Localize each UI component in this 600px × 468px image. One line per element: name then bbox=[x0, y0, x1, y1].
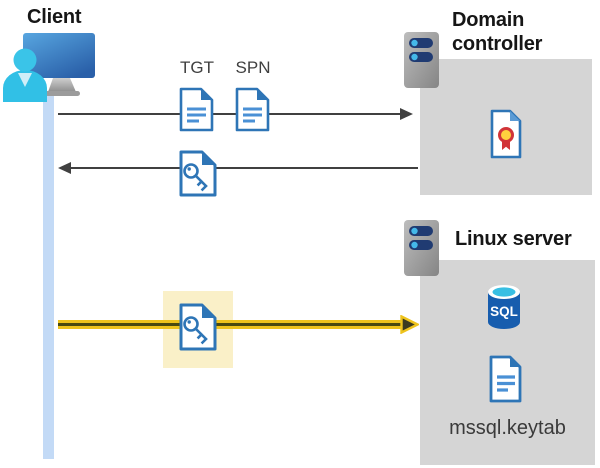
response-arrowhead-icon bbox=[58, 162, 71, 174]
sql-icon-label: SQL bbox=[490, 304, 518, 319]
tgt-document-icon bbox=[178, 87, 215, 132]
domain-controller-server-icon bbox=[403, 31, 440, 89]
tgt-label: TGT bbox=[180, 58, 214, 77]
request-arrow-line bbox=[58, 113, 403, 115]
spn-label: SPN bbox=[235, 58, 271, 77]
keytab-document-icon bbox=[488, 355, 523, 403]
domain-controller-title: Domain controller bbox=[452, 9, 543, 55]
linux-server-server-icon bbox=[403, 219, 440, 277]
keytab-label: mssql.keytab bbox=[449, 417, 566, 439]
request-arrowhead-icon bbox=[400, 108, 413, 120]
certificate-document-icon bbox=[489, 109, 523, 159]
response-arrow-line bbox=[68, 167, 418, 169]
auth-arrow-line bbox=[58, 320, 404, 329]
key-ticket-document-highlighted-icon bbox=[177, 303, 218, 351]
spn-document-icon bbox=[234, 87, 271, 132]
sql-database-icon: SQL bbox=[486, 283, 522, 331]
linux-server-title: Linux server bbox=[455, 228, 572, 250]
client-title: Client bbox=[27, 6, 82, 28]
auth-arrowhead-icon bbox=[400, 314, 421, 335]
key-ticket-document-icon bbox=[177, 150, 218, 197]
client-user-monitor-icon bbox=[0, 28, 100, 104]
client-lifeline bbox=[43, 95, 54, 459]
